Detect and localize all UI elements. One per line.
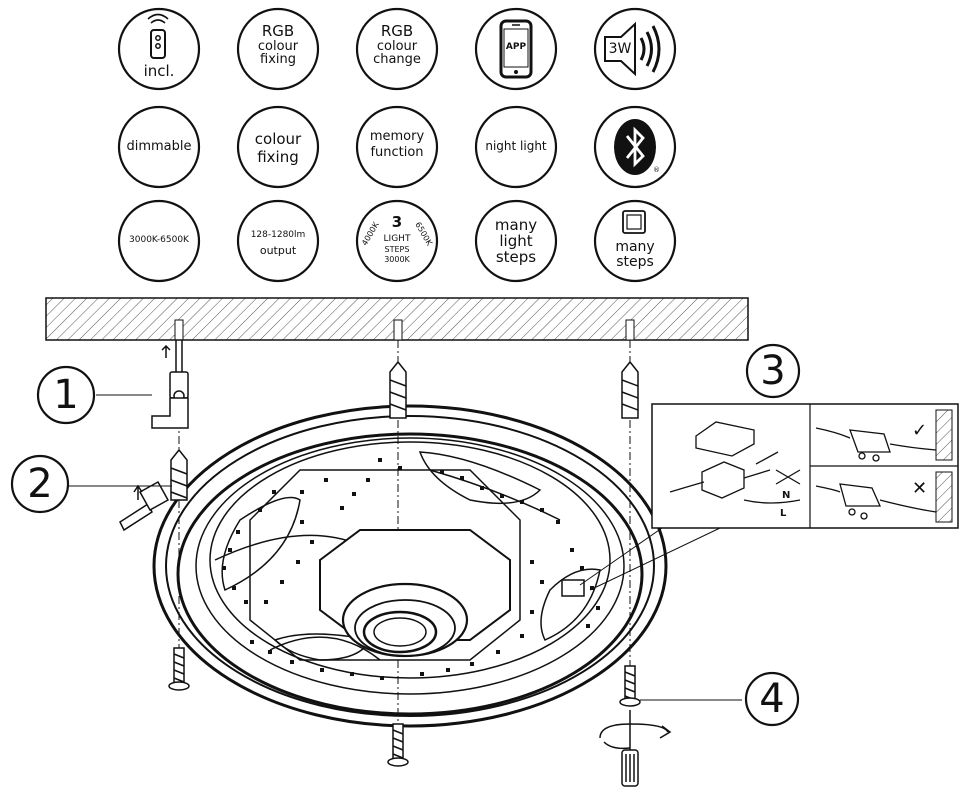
wrong-cross-icon: ✕ — [912, 478, 928, 499]
smartphone-icon — [499, 19, 533, 79]
screw — [619, 665, 641, 707]
feature-many-steps: many steps — [587, 194, 683, 290]
ceiling-light-fixture — [152, 404, 668, 728]
feature-rgb-colour-fixing: RGB colour fixing — [230, 2, 326, 98]
light-steps-bottom-temp: 3000K — [384, 255, 410, 264]
feature-remote-included: incl. — [111, 2, 207, 98]
feature-circle — [236, 199, 320, 283]
bluetooth-icon — [614, 119, 656, 175]
hammer-icon — [119, 480, 170, 532]
ceiling-section — [45, 297, 749, 341]
feature-bluetooth: ® — [587, 100, 683, 196]
feature-circle — [117, 199, 201, 283]
speaker-label: 3W — [608, 41, 632, 57]
feature-color-temperature: 3000K-6500K — [111, 194, 207, 290]
feature-colour-fixing: colour fixing — [230, 100, 326, 196]
feature-app-control: APP — [468, 2, 564, 98]
registered-mark: ® — [653, 166, 660, 174]
feature-circle — [474, 105, 558, 189]
feature-circle — [236, 105, 320, 189]
label-line-2: steps — [616, 254, 654, 271]
light-steps-number: 3 — [391, 213, 403, 231]
ceiling-hook — [151, 339, 189, 429]
label-line-2: function — [370, 144, 424, 160]
feature-lumen-output: 128-1280lm output — [230, 194, 326, 290]
label-line-1: RGB — [261, 22, 295, 40]
dimmable-label: dimmable — [126, 139, 192, 154]
remote-control-icon — [147, 13, 169, 59]
feature-night-light: night light — [468, 100, 564, 196]
label-line-2: colour — [257, 38, 299, 54]
feature-dimmable: dimmable — [111, 100, 207, 196]
feature-circle — [355, 7, 439, 91]
wall-anchor — [389, 360, 407, 419]
feature-circle — [236, 7, 320, 91]
label-line-3: steps — [495, 247, 537, 266]
label-line-1: memory — [369, 129, 425, 144]
label-line-3: change — [373, 52, 421, 68]
label-line-2: fixing — [257, 148, 299, 166]
step-circles — [10, 343, 801, 727]
screwdriver-icon — [599, 710, 672, 787]
label-line-1: RGB — [380, 22, 414, 40]
live-wire-label: L — [780, 508, 787, 519]
step-3-label: 3 — [760, 348, 786, 394]
light-steps-line2: STEPS — [384, 245, 410, 254]
label-line-2: light — [499, 231, 533, 250]
step-1-label: 1 — [53, 372, 79, 418]
label-line-1: 128-1280lm — [250, 230, 306, 240]
screw — [387, 723, 409, 767]
feature-light-steps: 4000K 6500K 3 LIGHT STEPS 3000K — [349, 194, 445, 290]
speaker-icon — [604, 21, 661, 77]
app-label: APP — [505, 42, 527, 52]
feature-circle — [474, 199, 558, 283]
feature-memory-function: memory function — [349, 100, 445, 196]
light-steps-line1: LIGHT — [383, 234, 411, 244]
night-light-label: night light — [485, 139, 547, 153]
screw — [168, 647, 190, 691]
step-2-label: 2 — [27, 461, 53, 507]
neutral-wire-label: N — [782, 490, 791, 501]
callout-leaders — [60, 394, 742, 701]
feature-circle — [355, 105, 439, 189]
wall-anchor — [170, 448, 188, 501]
feature-circle — [355, 199, 439, 283]
label-line-1: many — [494, 216, 538, 234]
label-line-1: many — [615, 239, 655, 255]
wall-anchor — [621, 360, 639, 419]
step-4-label: 4 — [759, 676, 785, 722]
label-line-2: colour — [376, 38, 418, 54]
wiring-detail-panel — [651, 403, 959, 529]
feature-circle — [593, 199, 677, 283]
feature-rgb-colour-change: RGB colour change — [349, 2, 445, 98]
label-line-3: fixing — [260, 52, 296, 68]
feature-speaker-3w: 3W — [587, 2, 683, 98]
feature-circle — [117, 105, 201, 189]
label-line-1: colour — [254, 130, 302, 148]
led-dots — [222, 458, 600, 680]
color-temperature-label: 3000K-6500K — [129, 235, 189, 245]
label-line-2: output — [259, 244, 297, 258]
remote-label: incl. — [143, 62, 175, 80]
correct-check-icon: ✓ — [912, 420, 928, 441]
feature-many-light-steps: many light steps — [468, 194, 564, 290]
wall-switch-icon — [622, 210, 646, 234]
